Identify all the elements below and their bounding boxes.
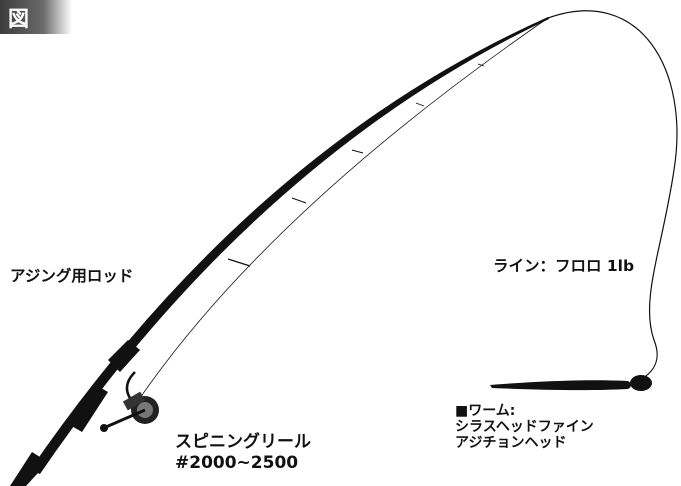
figure-tab-label: 図 bbox=[8, 7, 29, 31]
worm-label: ■ワーム: シラスヘッドファイン アジチョンヘッド bbox=[455, 403, 594, 451]
reel-seat bbox=[108, 340, 140, 372]
rod-grip-front bbox=[70, 385, 108, 432]
figure-tab: 図 bbox=[0, 0, 72, 34]
fishing-line bbox=[547, 10, 678, 381]
reel-label-line1: スピニングリール bbox=[175, 432, 311, 452]
rod-guide bbox=[351, 149, 364, 154]
worm-label-line3: アジチョンヘッド bbox=[455, 435, 567, 451]
rod-grip bbox=[10, 452, 48, 486]
rod-guide bbox=[415, 102, 425, 107]
rod-guide bbox=[291, 197, 307, 204]
jig-head bbox=[630, 375, 652, 391]
reel-label-line2: #2000~2500 bbox=[175, 453, 299, 473]
worm-label-line1: ■ワーム: bbox=[455, 403, 516, 419]
line-along-rod bbox=[139, 17, 549, 399]
worm-label-line2: シラスヘッドファイン bbox=[455, 419, 594, 435]
rod-guide bbox=[477, 63, 485, 67]
rod-guide bbox=[227, 258, 251, 267]
spinning-reel bbox=[100, 371, 159, 432]
line-label: ライン：フロロ 1lb bbox=[493, 257, 635, 275]
reel-label: スピニングリール #2000~2500 bbox=[175, 432, 311, 474]
worm-lure bbox=[490, 380, 631, 391]
rod-label: アジング用ロッド bbox=[10, 267, 134, 285]
